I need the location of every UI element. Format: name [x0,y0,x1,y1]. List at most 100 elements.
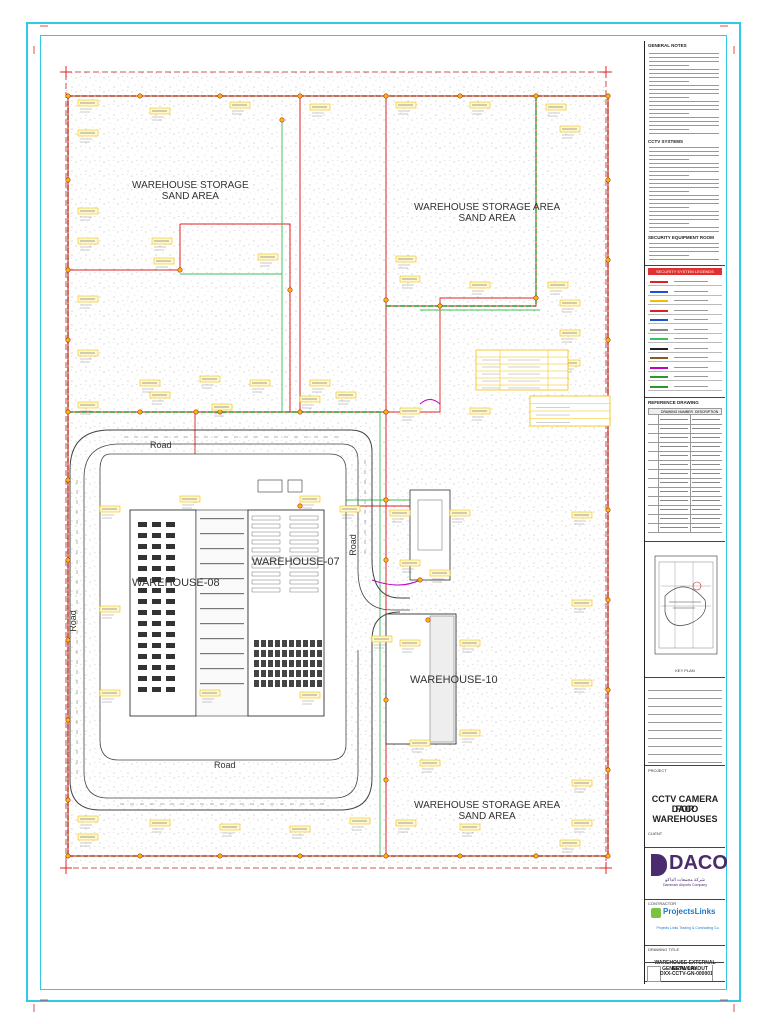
camera-tag [395,101,417,115]
description-column: DESCRIPTION [695,410,719,414]
revision-row [648,698,722,707]
contractor-section: CONTRACTOR ProjectsLinks Projects Links … [645,899,725,943]
camera-tag [77,349,99,363]
camera-tag [459,823,481,837]
rack-block [251,579,281,585]
cctv-camera-icon [605,177,611,183]
revision-row [648,682,722,691]
revision-row [648,706,722,715]
camera-tag [257,253,279,267]
rack-block [152,643,161,648]
sheet-inner-border [40,35,727,990]
reference-row [648,487,722,497]
note-text-line [649,183,719,184]
legend-symbol-icon [650,347,668,355]
daco-subtitle: Dammam Airports Company [663,883,707,887]
camera-tag [559,125,581,139]
camera-tag [395,255,417,269]
rack-block [166,621,175,626]
reference-drawing-section: REFERENCE DRAWING DRAWING NUMBER DESCRIP… [645,397,725,537]
cctv-camera-icon [383,93,389,99]
rack-block [268,660,273,667]
rack-block [296,670,301,677]
cctv-camera-icon [383,777,389,783]
cctv-camera-icon [177,267,183,273]
rack-block [200,593,244,595]
cctv-camera-icon [65,557,71,563]
note-text-line [649,223,689,224]
rack-block [282,650,287,657]
drawing-number: DXX-CCTV-GN-000001 [660,971,713,977]
rack-block [166,665,175,670]
rack-block [138,566,147,571]
cctv-camera-icon [533,295,539,301]
rack-block [200,668,244,670]
rack-block [138,610,147,615]
rack-block [152,610,161,615]
rack-block [166,687,175,692]
projectslinks-logo: ProjectsLinks Projects Links Trading & C… [649,906,721,942]
rack-block [261,680,266,687]
rack-block [275,680,280,687]
cctv-camera-icon [383,697,389,703]
rack-block [200,653,244,655]
rack-block [138,522,147,527]
rack-block [289,531,319,537]
general-notes-heading: GENERAL NOTES [648,43,687,48]
rack-block [254,670,259,677]
cctv-camera-icon [605,767,611,773]
legend-row [648,373,722,381]
rack-block [166,555,175,560]
note-text-line [649,65,689,66]
reference-row [648,514,722,524]
cctv-camera-icon [217,853,223,859]
cctv-camera-icon [217,409,223,415]
rack-block [303,680,308,687]
projectslinks-mark [651,908,661,918]
legend-text-line [674,300,708,301]
note-text-line [649,227,719,228]
rack-block [289,660,294,667]
rack-block [138,621,147,626]
rack-block [251,539,281,545]
camera-tag [571,599,593,613]
rack-block [251,563,281,569]
camera-tag [309,103,331,117]
rack-block [289,587,319,593]
rack-block [317,670,322,677]
cctv-camera-icon [457,853,463,859]
rack-block [200,518,244,520]
sheet-border [26,22,741,1002]
reference-header-row: DRAWING NUMBER DESCRIPTION [648,408,722,415]
camera-tag [429,569,451,583]
rack-block [310,640,315,647]
revision-section [645,677,725,793]
rack-block [152,588,161,593]
legend-symbol-icon [650,319,668,326]
camera-tag [559,839,581,853]
reference-row [648,415,722,425]
rack-block [303,660,308,667]
note-text-line [649,61,719,62]
camera-tag [459,639,481,653]
camera-tag [449,509,471,523]
road-label-left: Road [67,610,78,632]
cctv-camera-icon [65,477,71,483]
legend-symbol-icon [650,385,668,393]
camera-tag [469,101,491,115]
camera-tag [309,379,331,393]
note-text-line [649,97,689,98]
rack-block [261,640,266,647]
legend-row [648,316,722,324]
note-text-line [649,113,689,114]
projectslinks-name: ProjectsLinks [663,907,716,916]
rack-block [310,680,315,687]
rack-block [166,577,175,582]
rack-block [251,587,281,593]
rack-block [282,670,287,677]
rack-block [275,650,280,657]
rack-block [138,599,147,604]
cctv-camera-icon [425,617,431,623]
